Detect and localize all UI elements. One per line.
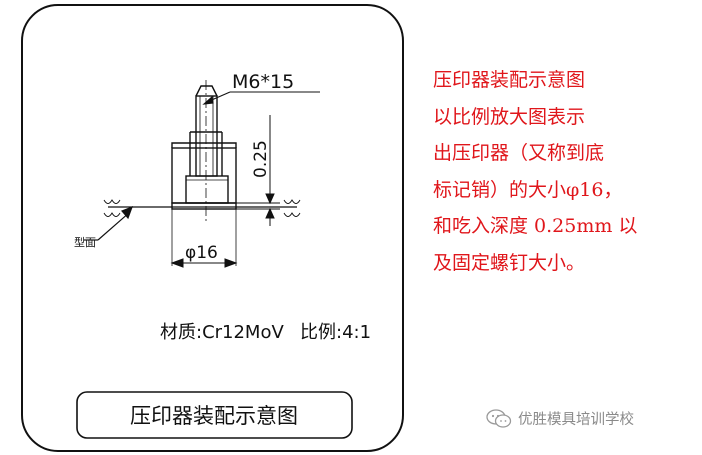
description-line: 压印器装配示意图 <box>433 69 586 91</box>
surface-line <box>103 199 301 217</box>
description-line: 出压印器（又称到底 <box>433 142 605 164</box>
section-leader <box>84 205 134 241</box>
title-block-frame <box>76 391 353 439</box>
section-label: 型面 <box>74 235 96 249</box>
stamper-part <box>171 85 237 266</box>
depth-dimension-lines <box>236 115 280 226</box>
description-line: 和吃入深度 0.25mm 以 <box>433 215 638 237</box>
diameter-dimension-label: φ16 <box>185 243 218 263</box>
scale-label: 比例:4:1 <box>300 322 371 343</box>
diameter-dimension-lines <box>170 258 238 268</box>
description-line: 标记销）的大小φ16， <box>433 178 623 201</box>
description-line: 以比例放大图表示 <box>433 105 586 128</box>
thread-callout-label: M6*15 <box>232 71 294 93</box>
description-text: 压印器装配示意图 以比例放大图表示 出压印器（又称到底 标记销）的大小φ16， … <box>433 62 695 281</box>
watermark-text: 优胜模具培训学校 <box>518 412 634 428</box>
depth-dimension-label: 0.25 <box>251 140 271 178</box>
wechat-icon <box>486 408 512 428</box>
title-block-text: 压印器装配示意图 <box>130 404 298 428</box>
description-line: 及固定螺钉大小。 <box>433 251 586 274</box>
drawing-frame <box>21 4 404 452</box>
thread-leader <box>202 91 320 105</box>
material-label: 材质:Cr12MoV <box>160 322 284 343</box>
watermark: 优胜模具培训学校 <box>486 408 634 429</box>
